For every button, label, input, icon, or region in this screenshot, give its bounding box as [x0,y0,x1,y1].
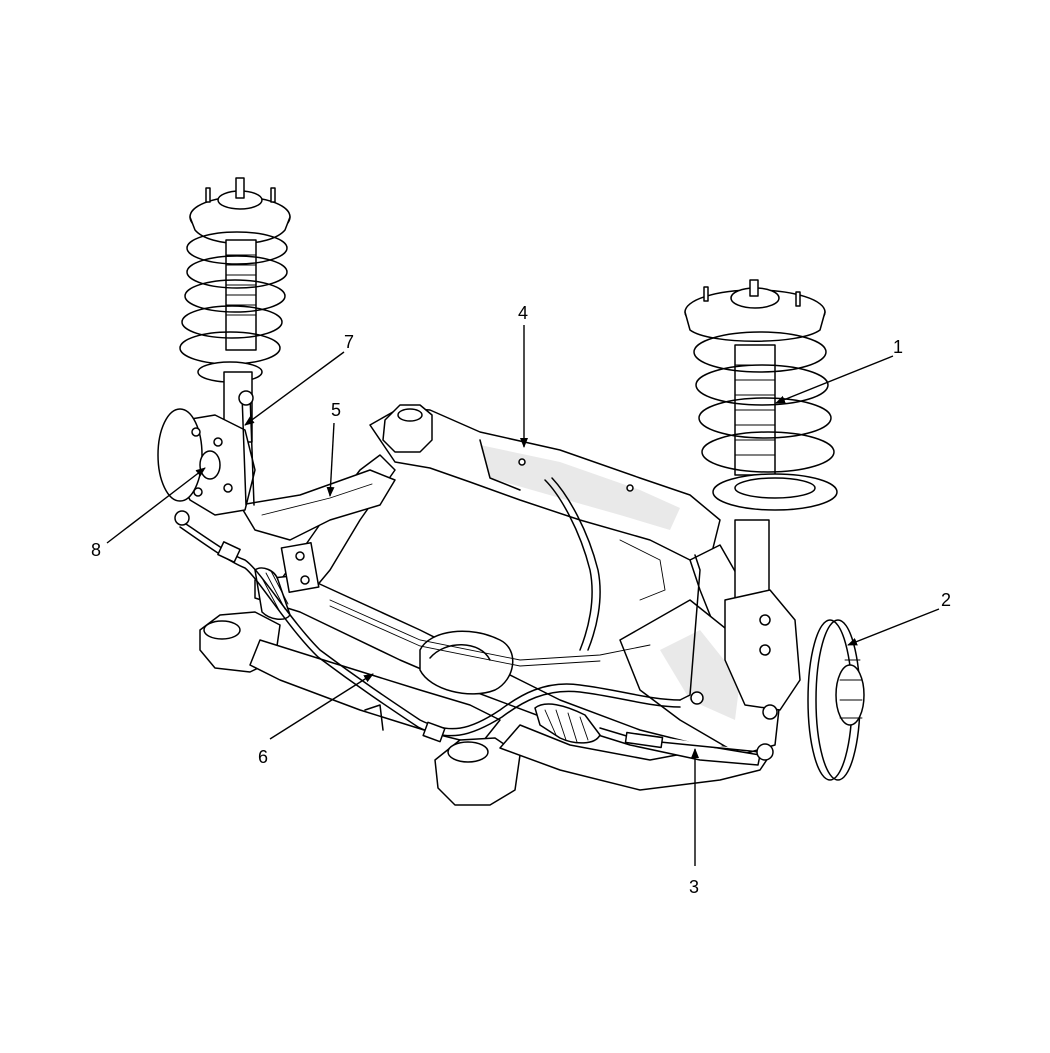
callout-leaders [106,325,940,866]
callout-label-1: 1 [893,337,903,357]
callout-label-7: 7 [344,332,354,352]
hoses [329,477,666,667]
right-strut [684,279,865,781]
callout-label-4: 4 [518,303,528,323]
callout-label-2: 2 [941,590,951,610]
left-lower-arm [239,469,396,541]
stabilizer-bar [179,519,704,743]
callout-label-3: 3 [689,877,699,897]
leader-7 [244,351,345,426]
leader-5 [326,422,335,497]
leader-6 [269,673,374,740]
leader-2 [847,608,940,646]
callout-labels: 1 2 3 4 5 6 7 8 [91,303,951,897]
callout-label-8: 8 [91,540,101,560]
left-strut [157,177,291,526]
callout-label-5: 5 [331,400,341,420]
callout-label-6: 6 [258,747,268,767]
leader-8 [106,467,206,544]
leader-1 [775,355,894,404]
